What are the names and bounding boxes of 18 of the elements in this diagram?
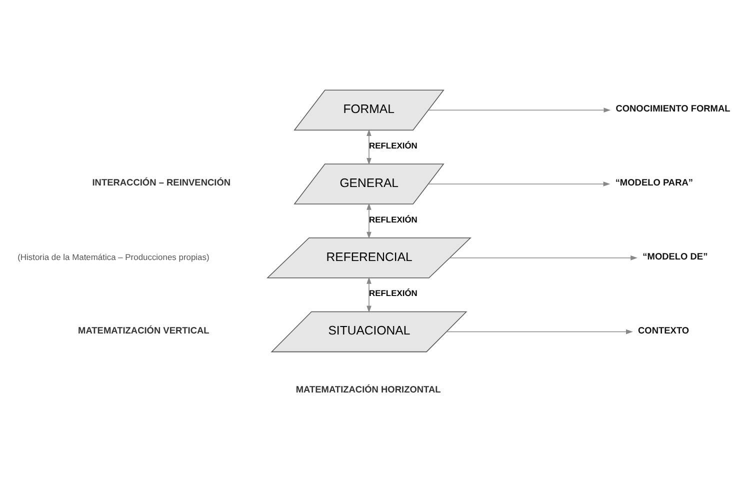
- arrow: [366, 128, 372, 164]
- arrow: [366, 202, 372, 238]
- node-text: CONOCIMIENTO FORMAL: [616, 103, 730, 114]
- arrow: [446, 328, 633, 334]
- node-text: “MODELO DE”: [642, 251, 708, 262]
- node-text: “MODELO PARA”: [615, 177, 694, 188]
- label: MATEMATIZACIÓN HORIZONTAL: [296, 384, 441, 394]
- edge-label: REFLEXIÓN: [368, 214, 418, 224]
- edge-label: REFLEXIÓN: [368, 140, 418, 150]
- label: (Historia de la Matemática – Producciones propias): [18, 252, 210, 262]
- edge-label: REFLEXIÓN: [368, 288, 418, 298]
- node-text: CONTEXTO: [638, 324, 690, 335]
- arrow: [428, 181, 610, 186]
- arrow: [366, 276, 372, 312]
- label: INTERACCIÓN – REINVENCIÓN: [92, 177, 231, 188]
- label: MATEMATIZACIÓN VERTICAL: [78, 324, 210, 335]
- arrow: [449, 254, 638, 260]
- arrow: [428, 107, 611, 112]
